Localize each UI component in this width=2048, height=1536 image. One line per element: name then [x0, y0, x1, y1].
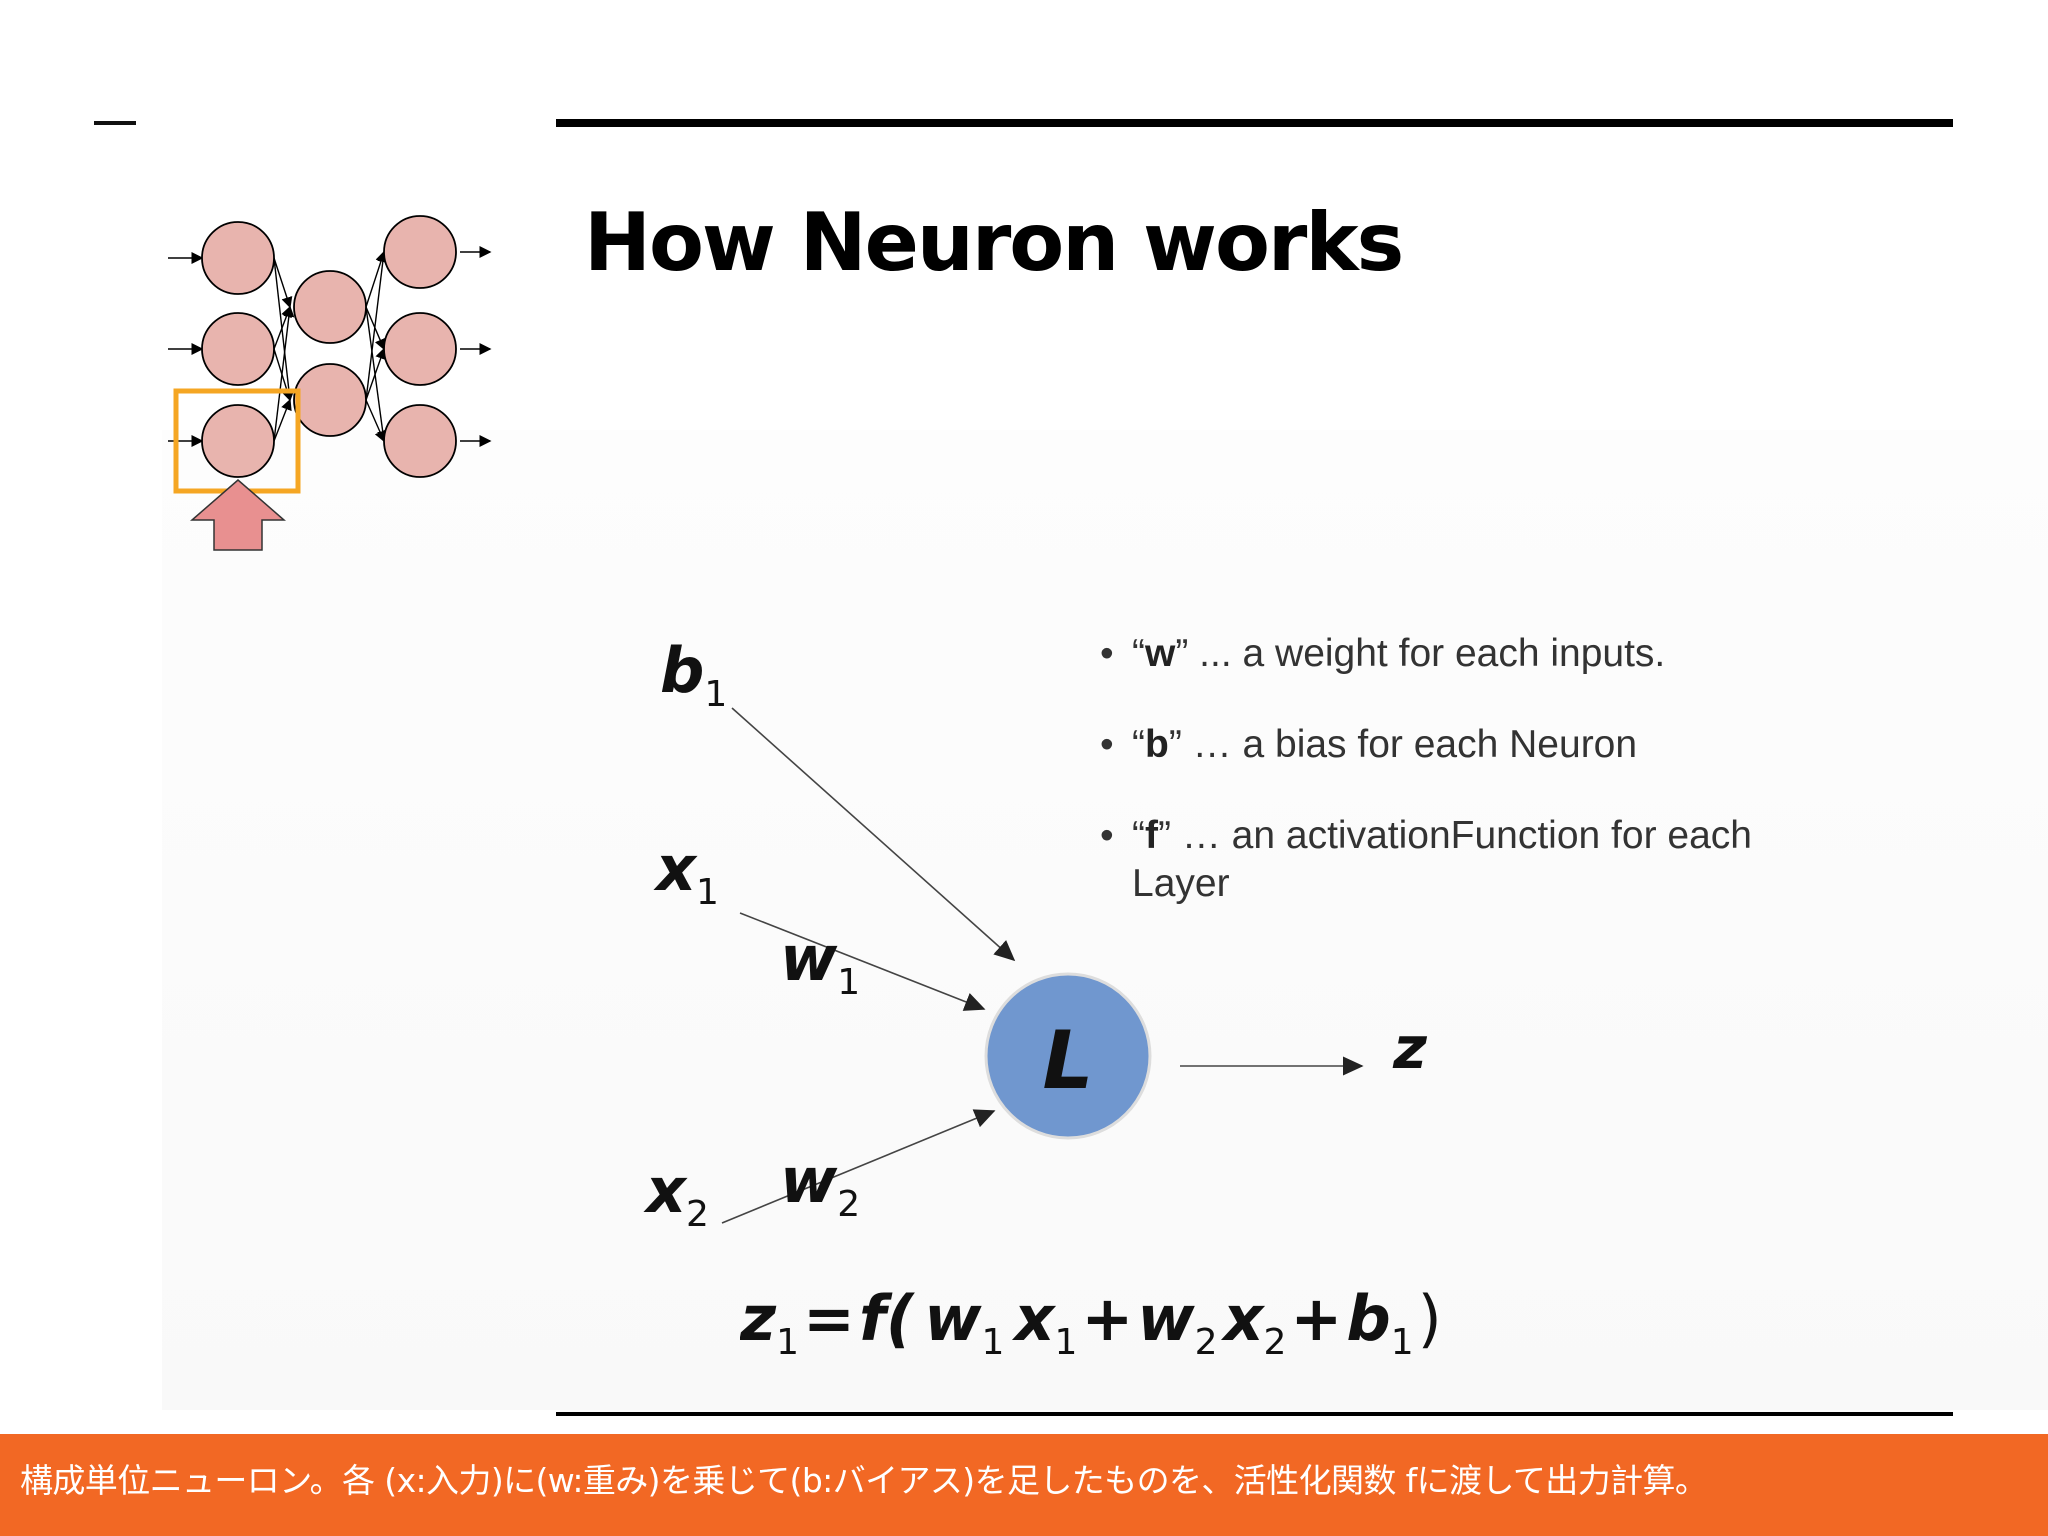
bullet-dot-icon: •: [1100, 723, 1114, 766]
neuron-diagram: L z b1 x1 w1 x2 w2: [643, 640, 1427, 1235]
network-node: [383, 404, 457, 478]
network-node: [383, 215, 457, 289]
bullet-dot-icon: •: [1100, 814, 1114, 857]
network-node: [293, 270, 367, 344]
definition-list: •“w” ... a weight for each inputs. •“b” …: [1100, 630, 1800, 951]
network-node: [201, 404, 275, 478]
corner-dash: [94, 121, 136, 125]
bullet-bias: •“b” … a bias for each Neuron: [1100, 721, 1800, 769]
network-node: [201, 221, 275, 295]
network-node: [293, 363, 367, 437]
bullet-dot-icon: •: [1100, 632, 1114, 675]
output-label: z: [1392, 1014, 1427, 1082]
weight1-label: w1: [780, 922, 860, 1003]
neuron-node: [984, 972, 1152, 1140]
mini-network-diagram: [168, 215, 492, 551]
input2-label: x2: [643, 1154, 709, 1235]
input1-label: x1: [653, 832, 719, 913]
layer2-connections: [365, 250, 389, 443]
input1-arrow: [739, 912, 986, 1011]
neuron-label: L: [1043, 1014, 1094, 1107]
bias-label: b1: [660, 640, 727, 715]
bullet-activation: •“f” … an activationFunction for each La…: [1100, 814, 1752, 905]
up-arrow-icon: [189, 479, 287, 551]
subtitle-text: 構成単位ニューロン。各 (x:入力)に(w:重み)を乗じて(b:バイアス)を足し…: [20, 1461, 1708, 1500]
slide-title: How Neuron works: [584, 196, 1404, 289]
slide-background-panel: [162, 430, 2048, 1410]
bullet-weight: •“w” ... a weight for each inputs.: [1100, 630, 1800, 678]
bottom-rule: [556, 1412, 1953, 1416]
weight2-label: w2: [780, 1144, 860, 1225]
layer1-connections: [273, 257, 295, 442]
input2-arrow: [721, 1109, 996, 1224]
bias-arrow: [731, 707, 1016, 962]
network-node: [201, 312, 275, 386]
subtitle-bar: 構成単位ニューロン。各 (x:入力)に(w:重み)を乗じて(b:バイアス)を足し…: [0, 1434, 2048, 1536]
network-node: [383, 312, 457, 386]
top-rule: [556, 119, 1953, 127]
